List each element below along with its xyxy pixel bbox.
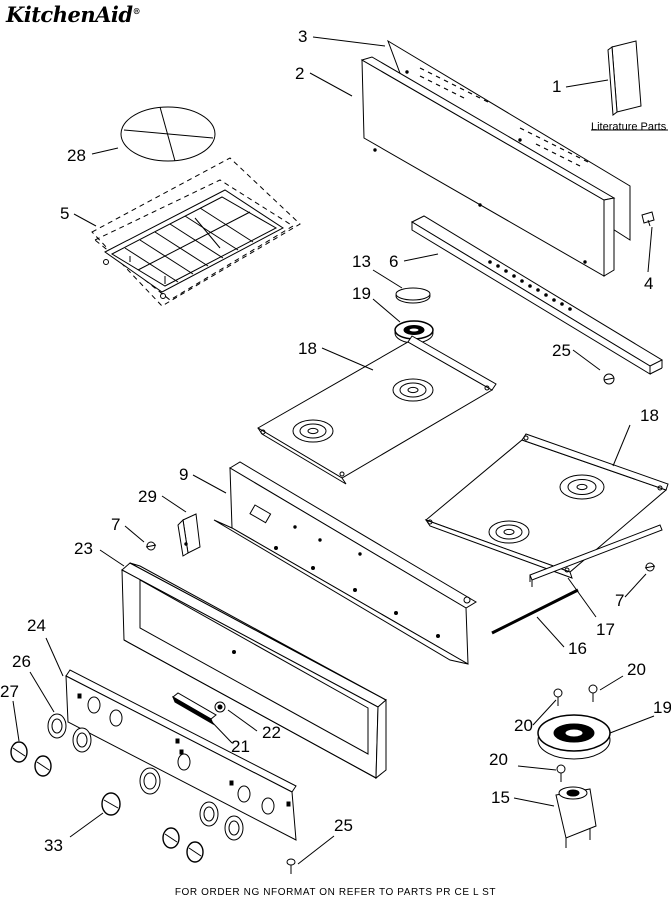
callout-19-lower: 19 [653,698,671,717]
control-knob-part [10,741,204,863]
rear-trim-channel-part [410,215,664,375]
burner-box-right-part [424,433,669,579]
callout-16: 16 [568,639,587,658]
callout-4: 4 [644,274,654,293]
grate-pad-part [120,106,216,162]
screw-part-25-lower [286,858,296,874]
backguard-clip-part [641,211,655,227]
callout-15: 15 [491,788,510,807]
callout-9: 9 [179,465,189,484]
control-panel-housing-part [121,562,387,780]
side-trim-part [529,524,663,587]
callout-leader-lines [12,36,655,865]
screw-part-left [145,541,157,551]
ordering-footer-note: FOR ORDER NG NFORMAT ON REFER TO PARTS P… [174,887,497,898]
callout-22: 22 [262,723,281,742]
backguard-panel-part [360,39,631,277]
callout-3: 3 [298,27,308,46]
knob-bezel-part [47,713,244,841]
screw-part-25-upper [603,373,615,385]
screw-part-right [644,562,656,572]
callout-23: 23 [74,539,93,558]
burner-base-part-lower [537,714,611,760]
callout-21: 21 [231,737,250,756]
callout-29: 29 [138,487,157,506]
burner-valve-part [555,786,597,848]
burner-base-part-upper [394,320,434,344]
callout-18-right: 18 [640,406,659,425]
burner-cap-part [395,287,431,304]
callout-33: 33 [44,836,63,855]
callout-13: 13 [352,252,371,271]
callout-27: 27 [0,682,19,701]
manifold-panel-part [213,461,477,665]
callout-26: 26 [12,652,31,671]
callout-2: 2 [295,64,305,83]
trim-strip-part [491,588,579,635]
callout-25-lower: 25 [334,816,353,835]
callout-7-right: 7 [615,591,625,610]
callout-7-left: 7 [111,515,121,534]
burner-screw-part [553,684,598,782]
callout-20-c: 20 [489,750,508,769]
callout-20-a: 20 [627,660,646,679]
callout-17: 17 [596,620,615,639]
bracket-part [177,513,201,557]
spark-module-part [171,692,217,726]
burner-box-left-part [257,335,497,485]
callout-18-left: 18 [298,339,317,358]
callout-28: 28 [67,146,86,165]
callout-6: 6 [389,252,399,271]
literature-booklet-part [591,40,668,131]
callout-1: 1 [552,77,562,96]
literature-parts-label: Literature Parts [591,121,667,133]
callout-20-b: 20 [514,716,533,735]
knob-retainer-part [214,701,226,713]
control-plate-part [65,669,297,841]
callout-19-upper: 19 [352,284,371,303]
callout-24: 24 [27,616,46,635]
brand-logo: KitchenAid® [6,2,141,27]
burner-grate-part [91,157,301,307]
callout-25-upper: 25 [552,341,571,360]
callout-5: 5 [60,204,70,223]
